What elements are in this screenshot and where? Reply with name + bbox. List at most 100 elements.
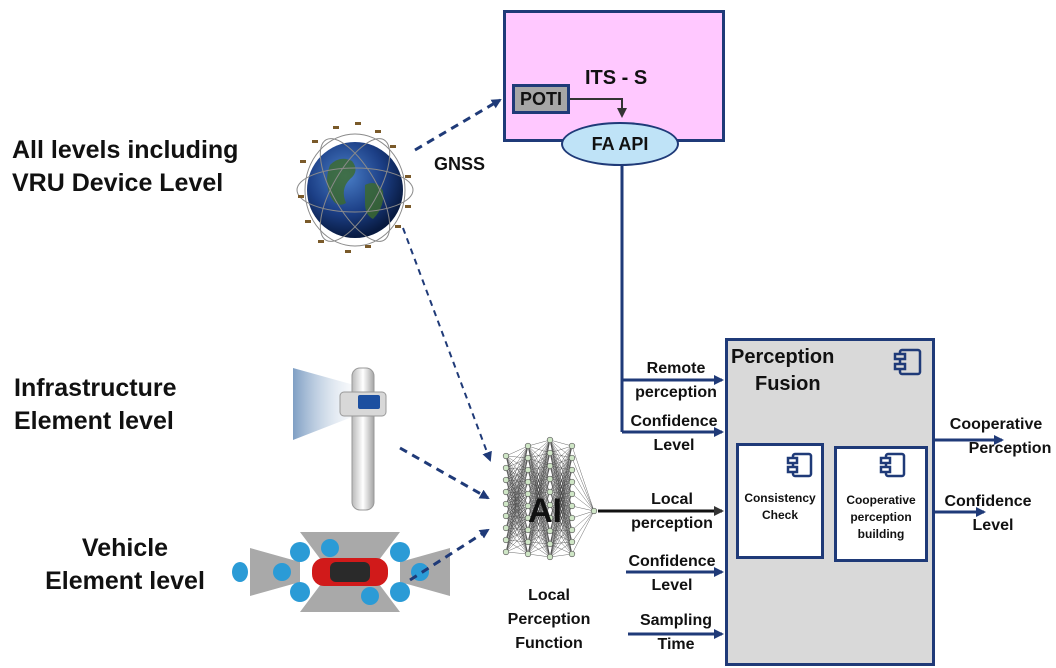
nn-node [568, 550, 576, 558]
nn-edge [527, 517, 551, 555]
nn-edge [527, 469, 551, 532]
consistency-check-component-icon [786, 452, 813, 478]
nn-edge [549, 491, 573, 519]
nn-edge [527, 517, 551, 532]
nn-edge [505, 551, 529, 555]
nn-edge [549, 465, 573, 471]
nn-edge [527, 439, 551, 507]
nn-edge [549, 445, 573, 532]
nn-edge [549, 504, 573, 555]
nn-edge [549, 481, 573, 493]
vehicle-to-ai-dashed-arrow [409, 528, 490, 582]
globe-satellite-icon [296, 122, 414, 253]
nn-edge [549, 445, 573, 454]
nn-edge [549, 445, 573, 467]
nn-edge [549, 491, 573, 507]
nn-edge [549, 478, 573, 507]
nn-edge [549, 478, 573, 495]
nn-edge [549, 505, 573, 519]
nn-edge [505, 529, 529, 553]
nn-edge [549, 517, 573, 532]
nn-edge [505, 505, 529, 553]
level-label-vru-line2: VRU Device Level [12, 169, 224, 197]
nn-edge [505, 445, 529, 493]
perception-fusion-title-line2: Fusion [755, 373, 821, 395]
nn-edge [549, 445, 573, 545]
input-remote-perception: Remote perception [626, 357, 726, 405]
nn-edge [549, 493, 573, 519]
nn-edge [527, 439, 551, 483]
nn-edge [505, 469, 529, 553]
perception-fusion-title-line1: Perception [731, 346, 835, 368]
input-remote-confidence-line1: Confidence [630, 413, 718, 430]
cooperative-building-component-icon [879, 452, 906, 478]
neural-network-icon [502, 436, 598, 561]
nn-edge [549, 469, 573, 558]
nn-edge [549, 543, 573, 555]
ai-caption-line3: Function [515, 635, 583, 652]
nn-edge [527, 481, 551, 532]
nn-node [524, 454, 532, 462]
nn-node [568, 490, 576, 498]
nn-edge [527, 445, 551, 519]
output-confidence-level: Confidence Level [934, 490, 1042, 538]
nn-edge [527, 469, 551, 493]
nn-edge [549, 517, 573, 555]
output-conf-line1: Confidence [944, 493, 1032, 510]
nn-edge [549, 504, 573, 519]
output-coop-line1: Cooperative [949, 416, 1043, 433]
input-local-confidence-line2: Level [651, 577, 693, 594]
input-local-perception: Local perception [620, 488, 724, 536]
nn-edge [527, 530, 551, 555]
nn-edge [527, 445, 551, 467]
nn-edge [527, 457, 551, 519]
nn-edge [571, 445, 595, 512]
nn-node [502, 512, 510, 520]
nn-node [568, 442, 576, 450]
nn-edge [549, 481, 573, 558]
output-conf-line2: Level [972, 517, 1014, 534]
nn-edge [505, 481, 529, 553]
nn-edge [549, 478, 573, 483]
nn-edge [527, 457, 551, 506]
consistency-check-box [736, 443, 824, 559]
nn-edge [571, 457, 595, 512]
nn-edge [571, 481, 595, 512]
input-remote-line1: Remote [646, 360, 706, 377]
nn-node [568, 466, 576, 474]
nn-node [568, 526, 576, 534]
nn-node [502, 476, 510, 484]
nn-edge [549, 465, 573, 495]
nn-edge [571, 510, 595, 519]
nn-edge [527, 465, 551, 471]
nn-edge [527, 541, 551, 558]
nn-edge [527, 491, 551, 507]
input-sampling-time: Sampling Time [628, 609, 724, 657]
input-local-confidence-line1: Confidence [628, 553, 716, 570]
nn-edge [549, 481, 573, 506]
nn-node [524, 538, 532, 546]
nn-edge [549, 445, 573, 558]
nn-node [546, 449, 554, 457]
consistency-check-line1: Consistency [744, 491, 816, 505]
infrastructure-sensor-icon [293, 367, 387, 511]
nn-edge [549, 452, 573, 519]
nn-edge [527, 493, 551, 532]
nn-edge [505, 445, 529, 469]
nn-node [568, 514, 576, 522]
nn-node [502, 524, 510, 532]
nn-edge [549, 491, 573, 555]
nn-edge [571, 510, 595, 543]
nn-edge [549, 452, 573, 483]
nn-edge [549, 529, 573, 532]
nn-edge [549, 493, 573, 558]
nn-edge [505, 541, 529, 553]
nn-edge [527, 445, 551, 493]
level-label-vehicle-line1: Vehicle [81, 534, 169, 562]
nn-edge [527, 491, 551, 495]
nn-edge [505, 457, 529, 553]
nn-edge [549, 529, 573, 545]
nn-edge [549, 491, 573, 495]
nn-edge [549, 517, 573, 543]
input-sampling-line1: Sampling [639, 612, 712, 629]
